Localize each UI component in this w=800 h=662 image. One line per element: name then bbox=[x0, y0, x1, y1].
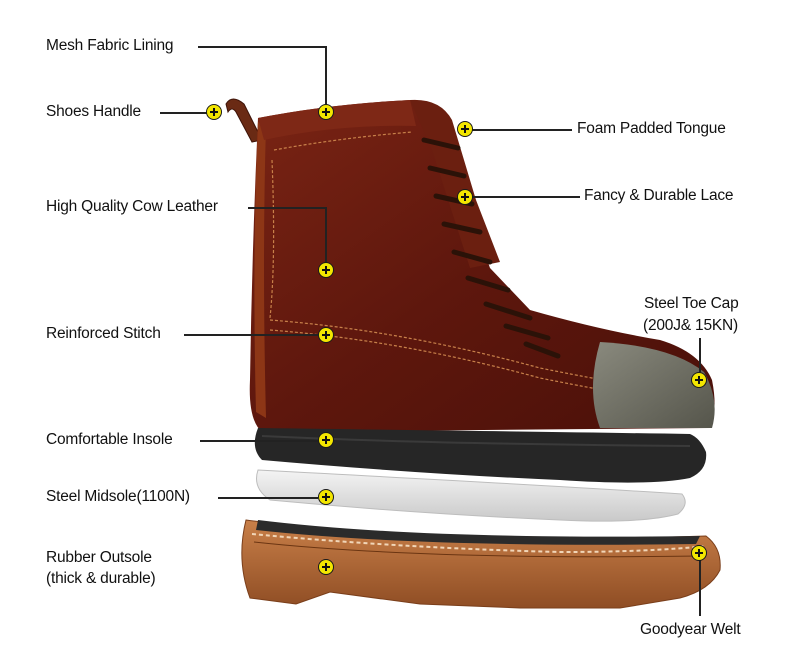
connector-line bbox=[325, 207, 327, 263]
steel-midsole bbox=[256, 469, 686, 522]
connector-line bbox=[699, 560, 701, 616]
label-comfortable-insole: Comfortable Insole bbox=[46, 431, 173, 448]
connector-line bbox=[325, 46, 327, 106]
label-rubber-outsole-detail: (thick & durable) bbox=[46, 570, 156, 587]
plus-marker-icon[interactable] bbox=[691, 372, 707, 388]
plus-marker-icon[interactable] bbox=[318, 104, 334, 120]
insole bbox=[254, 428, 707, 483]
label-reinforced-stitch: Reinforced Stitch bbox=[46, 325, 161, 342]
plus-marker-icon[interactable] bbox=[318, 262, 334, 278]
boot-handle bbox=[225, 98, 263, 143]
label-shoes-handle: Shoes Handle bbox=[46, 103, 141, 120]
plus-marker-icon[interactable] bbox=[457, 121, 473, 137]
label-steel-toe-cap: Steel Toe Cap bbox=[644, 295, 739, 312]
label-goodyear-welt: Goodyear Welt bbox=[640, 621, 741, 638]
label-rubber-outsole: Rubber Outsole bbox=[46, 549, 152, 566]
label-mesh-fabric-lining: Mesh Fabric Lining bbox=[46, 37, 174, 54]
steel-toe-cap bbox=[593, 342, 715, 428]
label-steel-midsole: Steel Midsole(1100N) bbox=[46, 488, 190, 505]
plus-marker-icon[interactable] bbox=[318, 559, 334, 575]
label-fancy-durable-lace: Fancy & Durable Lace bbox=[584, 187, 734, 204]
connector-line bbox=[218, 497, 318, 499]
plus-marker-icon[interactable] bbox=[318, 432, 334, 448]
label-foam-padded-tongue: Foam Padded Tongue bbox=[577, 120, 726, 137]
connector-line bbox=[248, 207, 326, 209]
connector-line bbox=[472, 196, 580, 198]
connector-line bbox=[699, 338, 701, 372]
connector-line bbox=[198, 46, 326, 48]
plus-marker-icon[interactable] bbox=[457, 189, 473, 205]
label-steel-toe-cap-detail: (200J& 15KN) bbox=[643, 317, 738, 334]
label-high-quality-cow-leather: High Quality Cow Leather bbox=[46, 198, 218, 215]
plus-marker-icon[interactable] bbox=[318, 489, 334, 505]
plus-marker-icon[interactable] bbox=[318, 327, 334, 343]
plus-marker-icon[interactable] bbox=[206, 104, 222, 120]
connector-line bbox=[160, 112, 208, 114]
connector-line bbox=[472, 129, 572, 131]
plus-marker-icon[interactable] bbox=[691, 545, 707, 561]
connector-line bbox=[200, 440, 318, 442]
connector-line bbox=[184, 334, 318, 336]
